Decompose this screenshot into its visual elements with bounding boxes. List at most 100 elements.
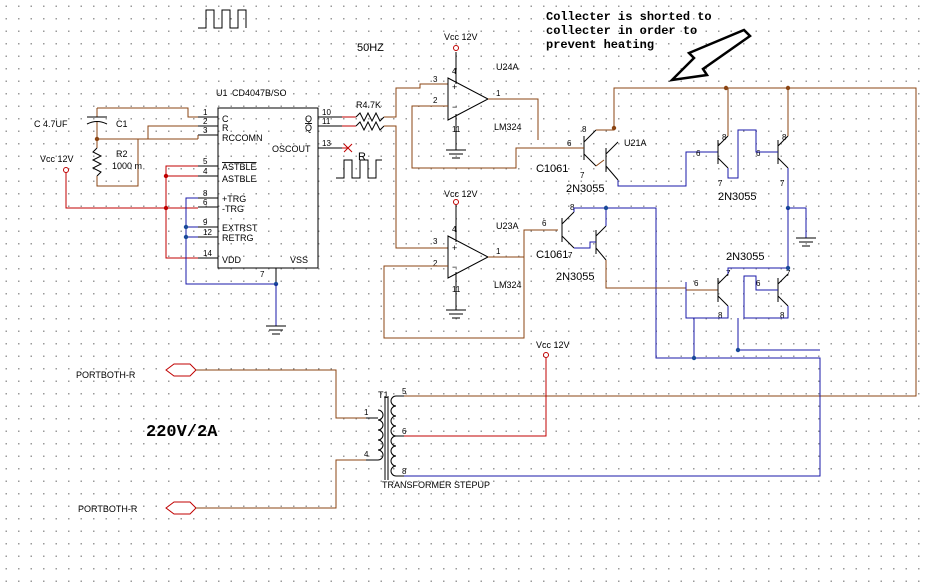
pin-ptrg-label: +TRG: [222, 194, 246, 204]
ground-right-icon: [796, 237, 816, 247]
capacitor-c1: [86, 108, 108, 139]
svg-text:6: 6: [203, 198, 208, 207]
pin-astble2-label: ASTBLE: [222, 174, 257, 184]
u23a-ref: U23A: [496, 221, 519, 231]
svg-text:8: 8: [722, 133, 727, 142]
pin-ntrg-label: -TRG: [222, 204, 244, 214]
svg-text:6: 6: [696, 149, 701, 158]
u24a-ref: U24A: [496, 62, 519, 72]
vcc-u24a-label: Vcc 12V: [444, 32, 478, 42]
svg-text:7: 7: [780, 179, 785, 188]
pin-astble-label: ASTBLE: [222, 162, 257, 172]
square-wave-icon: [198, 9, 247, 29]
svg-text:4: 4: [364, 450, 369, 459]
oscout-wave-icon: [336, 159, 382, 179]
svg-text:1: 1: [203, 108, 208, 117]
svg-text:6: 6: [542, 219, 547, 228]
t1-label: T1: [378, 390, 389, 400]
svg-text:6: 6: [756, 279, 761, 288]
pin-vdd-label: VDD: [222, 255, 242, 265]
svg-text:11: 11: [322, 117, 331, 126]
vcc-left-label: Vcc 12V: [40, 154, 74, 164]
c1061-b: C1061: [536, 249, 568, 261]
ground-icon: [266, 325, 286, 335]
pin-oscout-label: OSCOUT: [272, 144, 311, 154]
pin-extrst-label: EXTRST: [222, 223, 258, 233]
freq-label: 50HZ: [357, 42, 384, 54]
svg-text:7: 7: [568, 251, 573, 260]
r-label: R: [358, 151, 366, 163]
transistor-pair-bottom: 6 6 7 7 8 8: [694, 269, 791, 320]
resistor-r2: [91, 139, 139, 187]
svg-text:13: 13: [322, 139, 331, 148]
svg-text:4: 4: [203, 167, 208, 176]
svg-text:2: 2: [433, 96, 438, 105]
port1-icon: [165, 363, 197, 377]
note-line-3: prevent heating: [546, 38, 654, 52]
pin-qb-label: Q: [305, 123, 312, 133]
annotation-arrow-icon: [668, 28, 752, 82]
c1-value: C 4.7UF: [34, 119, 68, 129]
svg-text:2: 2: [203, 117, 208, 126]
svg-text:8: 8: [782, 133, 787, 142]
pin-vss-label: VSS: [290, 255, 308, 265]
note-line-2: collecter in order to: [546, 24, 697, 38]
pin-c-label: C: [222, 114, 229, 124]
svg-text:1: 1: [496, 89, 501, 98]
u1-part: CD4047B/SO: [232, 88, 287, 98]
n3055-b: 2N3055: [556, 271, 595, 283]
svg-text:3: 3: [203, 126, 208, 135]
svg-text:8: 8: [203, 189, 208, 198]
transformer-label: TRANSFORMER STEPUP: [382, 480, 490, 490]
svg-text:7: 7: [718, 179, 723, 188]
u1-ref: U1: [216, 88, 228, 98]
svg-text:3: 3: [433, 237, 438, 246]
svg-text:9: 9: [203, 218, 208, 227]
r47-label: R4.7K: [356, 100, 381, 110]
svg-text:−: −: [452, 102, 457, 112]
r2-ref: R2: [116, 149, 128, 159]
svg-text:7: 7: [580, 171, 585, 180]
vcc-u23a-label: Vcc 12V: [444, 189, 478, 199]
svg-text:+: +: [452, 243, 457, 253]
svg-text:6: 6: [402, 427, 407, 436]
port2-icon: [165, 501, 197, 515]
svg-text:4: 4: [452, 67, 457, 76]
svg-text:8: 8: [582, 125, 587, 134]
r2-value: 1000 m: [112, 161, 142, 171]
u21a-ref: U21A: [624, 138, 647, 148]
n3055-a: 2N3055: [566, 183, 605, 195]
svg-text:−: −: [452, 262, 457, 272]
power-label: 220V/2A: [146, 423, 218, 442]
port1-label: PORTBOTH-R: [76, 370, 136, 380]
c1-ref: C1: [116, 119, 128, 129]
svg-text:7: 7: [786, 269, 791, 278]
svg-text:6: 6: [567, 139, 572, 148]
svg-text:3: 3: [433, 75, 438, 84]
c1061-a: C1061: [536, 163, 568, 175]
svg-text:8: 8: [570, 203, 575, 212]
svg-text:6: 6: [694, 279, 699, 288]
opamp-u24a: + − 3 2 1 4 11: [433, 52, 501, 159]
pin-q-label: Q: [305, 114, 312, 124]
svg-text:5: 5: [402, 387, 407, 396]
transistor-pair-top: 6 6 8 8 7 7: [696, 133, 789, 188]
svg-text:2: 2: [433, 259, 438, 268]
pin-r-label: R: [222, 123, 229, 133]
transformer-icon: 1 4 5 6 8: [364, 387, 407, 480]
svg-text:7: 7: [260, 270, 265, 279]
svg-text:+: +: [452, 82, 457, 92]
darlington-u21a: 6 8 7: [567, 125, 619, 181]
svg-text:10: 10: [322, 108, 331, 117]
n3055-d: 2N3055: [726, 251, 765, 263]
no-connect-icon: [342, 143, 353, 153]
opamp-u23a: + − 3 2 1 4 11: [433, 205, 501, 319]
svg-text:5: 5: [203, 157, 208, 166]
svg-text:8: 8: [780, 311, 785, 320]
svg-text:14: 14: [203, 249, 212, 258]
pin-rccomn-label: RCCOMN: [222, 133, 263, 143]
n3055-c: 2N3055: [718, 191, 757, 203]
lm324-b: LM324: [494, 280, 522, 290]
svg-text:8: 8: [402, 467, 407, 476]
